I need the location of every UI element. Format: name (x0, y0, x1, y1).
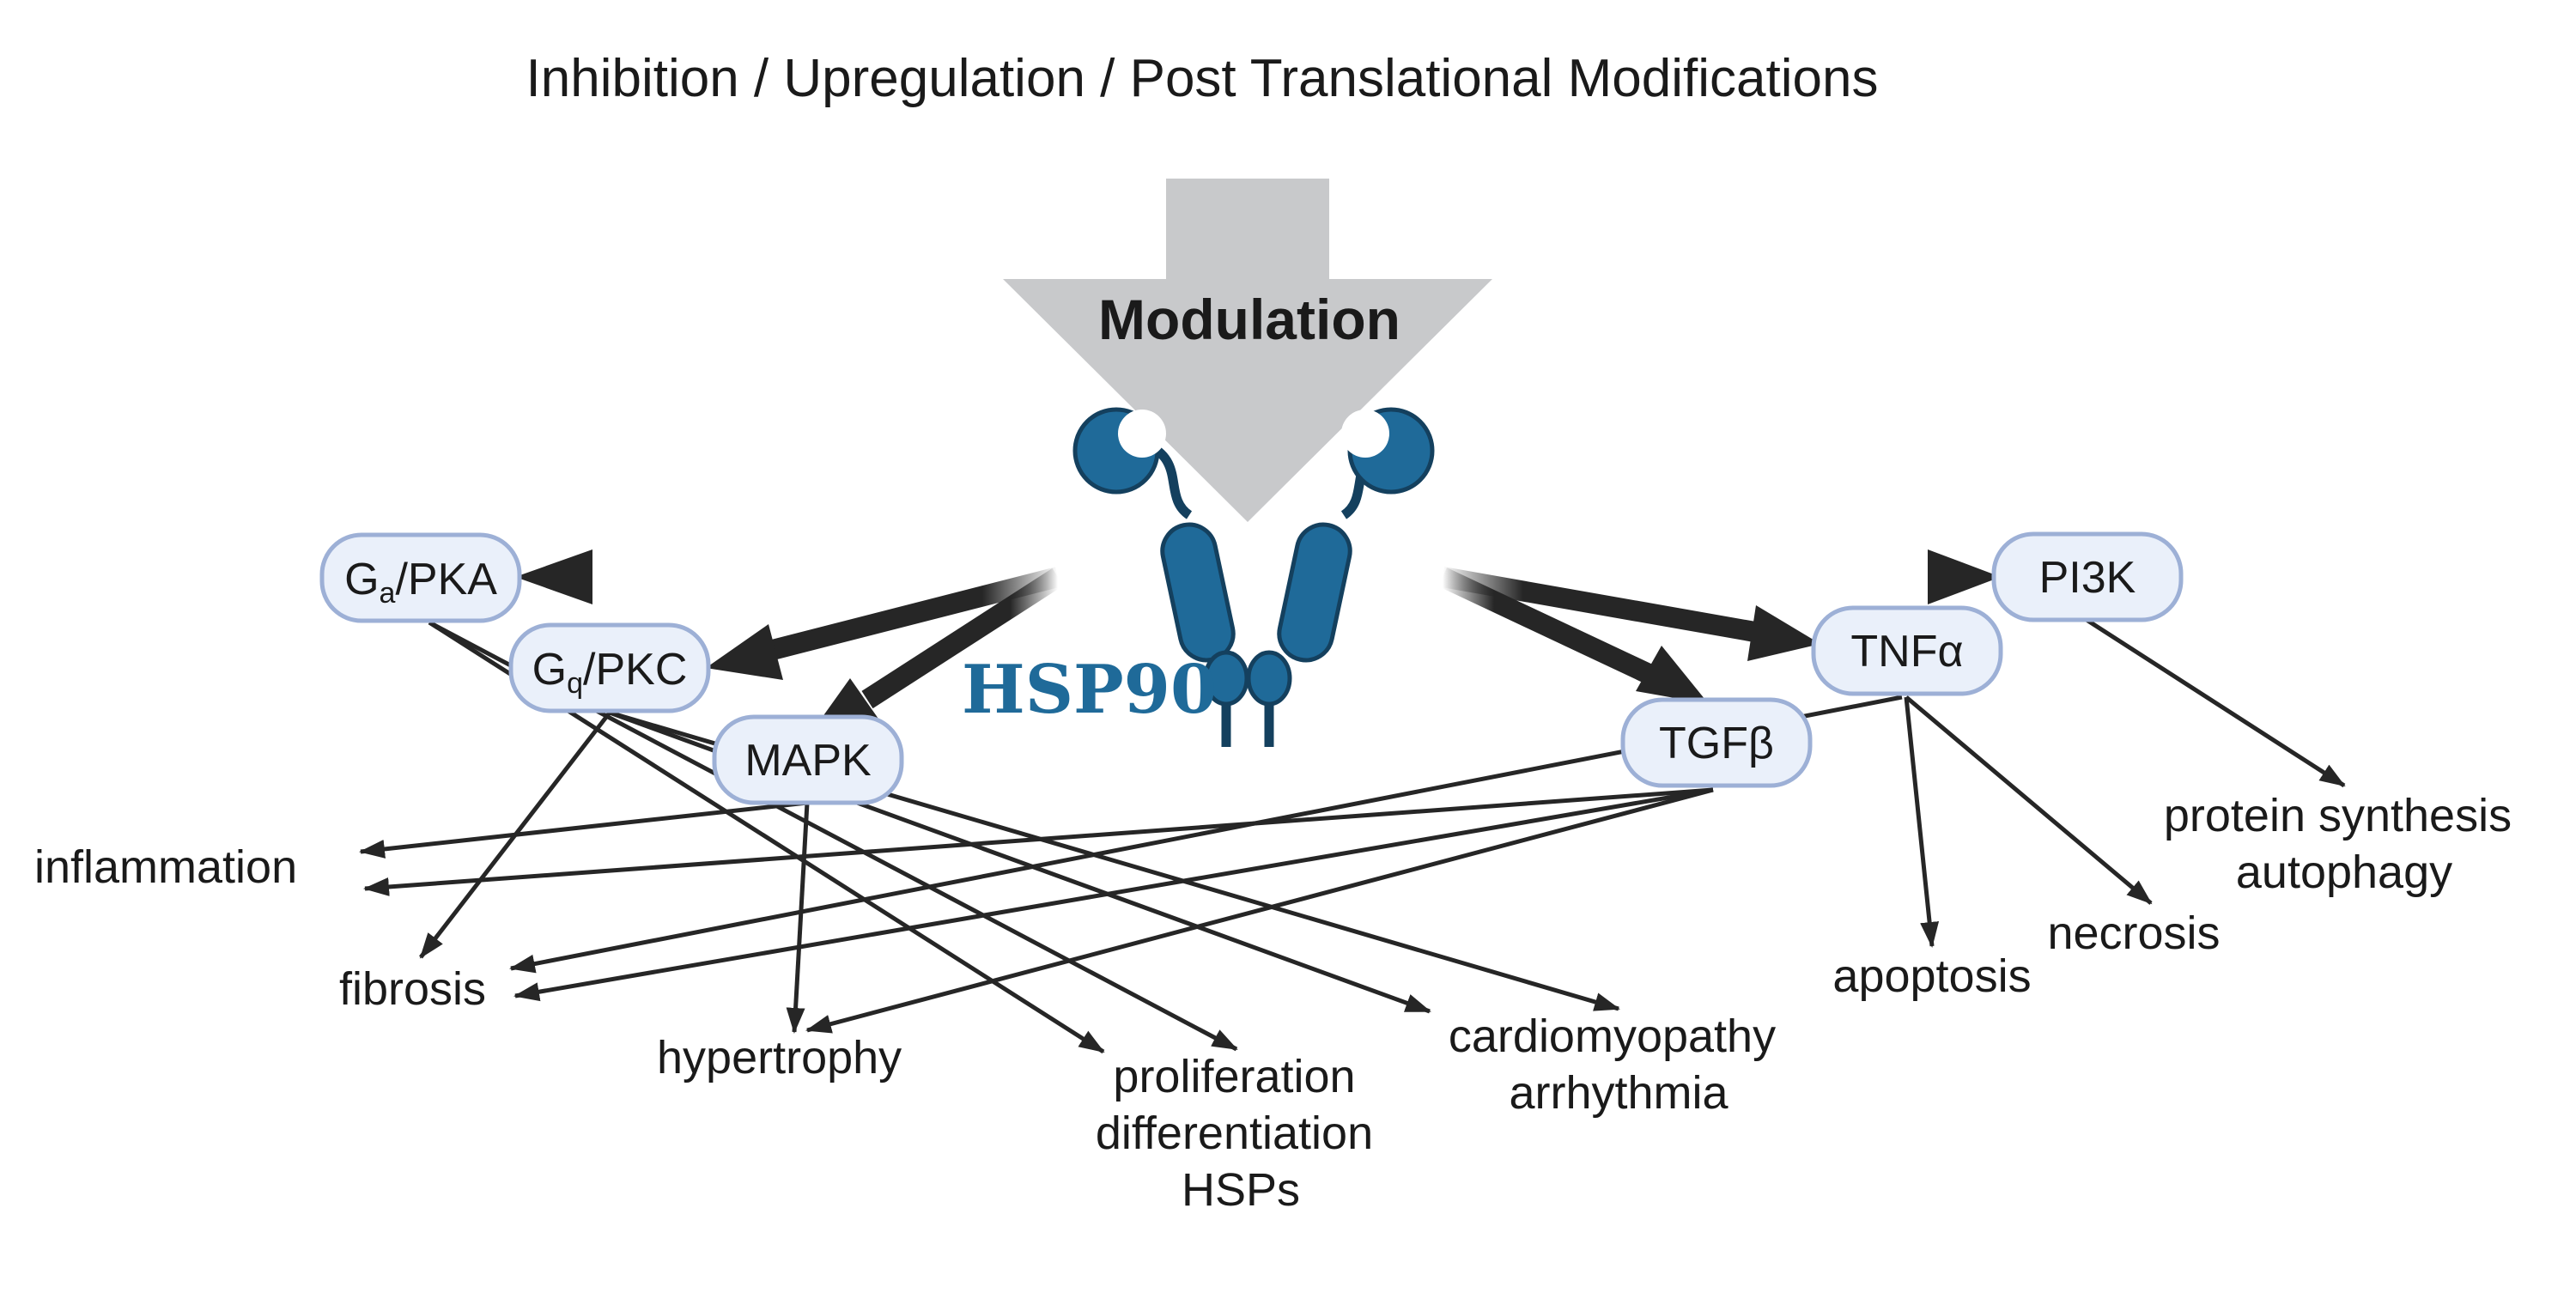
node-ga-pka: Ga/PKA (319, 532, 522, 623)
modulation-arrow (1003, 179, 1492, 522)
outcome-inflammation: inflammation (34, 841, 297, 893)
gq-main: G (532, 645, 567, 695)
pi3k-label: PI3K (2039, 553, 2136, 603)
outcome-cardiomyopathy: cardiomyopathy arrhythmia (1449, 1011, 1789, 1119)
outcome-proliferation: proliferation differentiation HSPs (1096, 1051, 1386, 1216)
arrhythmia-line: arrhythmia (1509, 1067, 1728, 1119)
gq-sub: q (567, 667, 583, 700)
outcome-necrosis: necrosis (2047, 907, 2220, 959)
node-pi3k: PI3K (1991, 531, 2184, 622)
outcome-apoptosis: apoptosis (1832, 950, 2031, 1002)
protein-synthesis-line: protein synthesis (2164, 790, 2512, 841)
node-gq-pkc: Gq/PKC (508, 622, 711, 713)
node-mapk: MAPK (712, 714, 904, 805)
hsp90-right-arrows (1437, 549, 2001, 704)
proliferation-line: proliferation (1113, 1051, 1355, 1102)
modulation-label: Modulation (1098, 288, 1400, 351)
differentiation-line: differentiation (1096, 1108, 1373, 1159)
cardiomyopathy-line: cardiomyopathy (1449, 1011, 1776, 1062)
mapk-label: MAPK (744, 736, 872, 786)
outcome-protein-synthesis: protein synthesis autophagy (2164, 790, 2524, 898)
tgfb-label: TGFβ (1659, 719, 1774, 768)
ga-sub: a (380, 577, 396, 610)
hsp90-molecule-icon (1072, 407, 1435, 747)
ga-rest: /PKA (395, 555, 497, 604)
hsp90-left-arrows (515, 549, 1064, 738)
outcome-fibrosis: fibrosis (339, 963, 486, 1015)
hsp90-label: HSP90 (962, 651, 1217, 729)
svg-text:Gq/PKC: Gq/PKC (532, 645, 688, 700)
svg-text:Ga/PKA: Ga/PKA (344, 555, 497, 610)
outcome-hypertrophy: hypertrophy (657, 1032, 902, 1083)
ga-main: G (344, 555, 379, 604)
diagram-title: Inhibition / Upregulation / Post Transla… (526, 49, 1879, 108)
autophagy-line: autophagy (2236, 847, 2452, 898)
hsps-line: HSPs (1182, 1164, 1300, 1216)
gq-rest: /PKC (583, 645, 687, 695)
node-tgfb: TGFβ (1620, 697, 1813, 788)
node-tnfa: TNFα (1811, 605, 2003, 696)
tnfa-label: TNFα (1850, 627, 1963, 677)
